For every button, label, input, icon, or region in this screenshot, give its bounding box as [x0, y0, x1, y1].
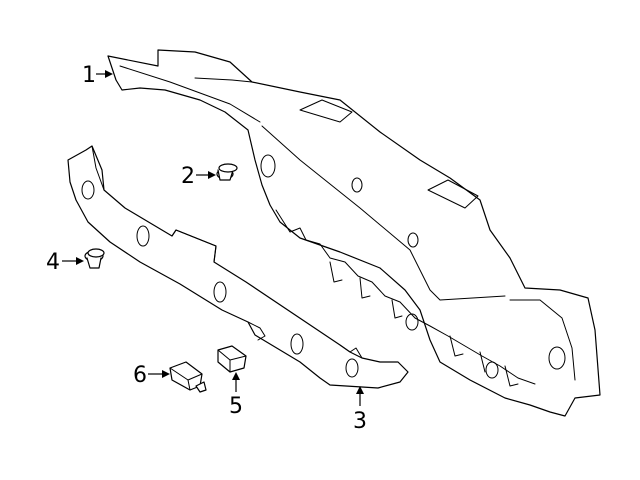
callout-1-label: 1 — [82, 63, 96, 88]
callout-3-label: 3 — [353, 409, 367, 434]
part-4-push-clip — [84, 248, 105, 269]
callout-leaders — [62, 70, 364, 406]
callout-5-label: 5 — [229, 394, 243, 419]
part-3-trim-strip — [67, 145, 409, 389]
callout-4-label: 4 — [46, 250, 60, 275]
part-5-bracket — [217, 345, 247, 373]
callout-6-label: 6 — [133, 363, 147, 388]
part-2-push-clip — [216, 163, 238, 181]
callout-2-label: 2 — [181, 164, 195, 189]
part-6-connector — [169, 361, 207, 393]
part-1-trim-panel — [107, 49, 601, 417]
